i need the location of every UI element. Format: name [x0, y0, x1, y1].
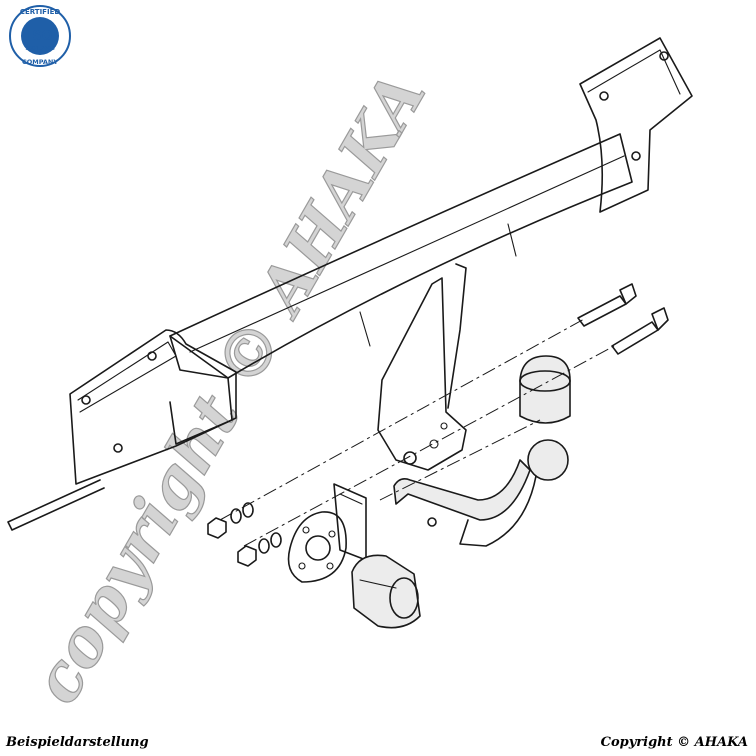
- left-mounting-bracket: [7, 329, 237, 531]
- iso-certified-seal: ISO 9001:2008 CERTIFIED COMPANY: [9, 5, 71, 67]
- iso-badge-top: CERTIFIED: [20, 8, 61, 16]
- socket-plate-bracket: [377, 263, 467, 471]
- assembly-lines: [219, 317, 615, 547]
- tow-ball-neck: [393, 439, 569, 547]
- mounting-bolts: [577, 283, 669, 355]
- electrical-socket: [351, 554, 421, 629]
- cross-beam: [169, 133, 633, 445]
- example-illustration-caption: Beispieldarstellung: [6, 735, 149, 750]
- iso-badge-standard: 9001:2008: [25, 46, 55, 52]
- iso-badge-bottom: COMPANY: [22, 58, 58, 66]
- right-mounting-bracket: [579, 37, 693, 213]
- tow-ball-cap: [519, 355, 571, 424]
- washers-and-nuts: [207, 502, 282, 567]
- copyright-caption: Copyright © AHAKA: [600, 735, 748, 750]
- iso-badge-center: ISO: [27, 29, 52, 44]
